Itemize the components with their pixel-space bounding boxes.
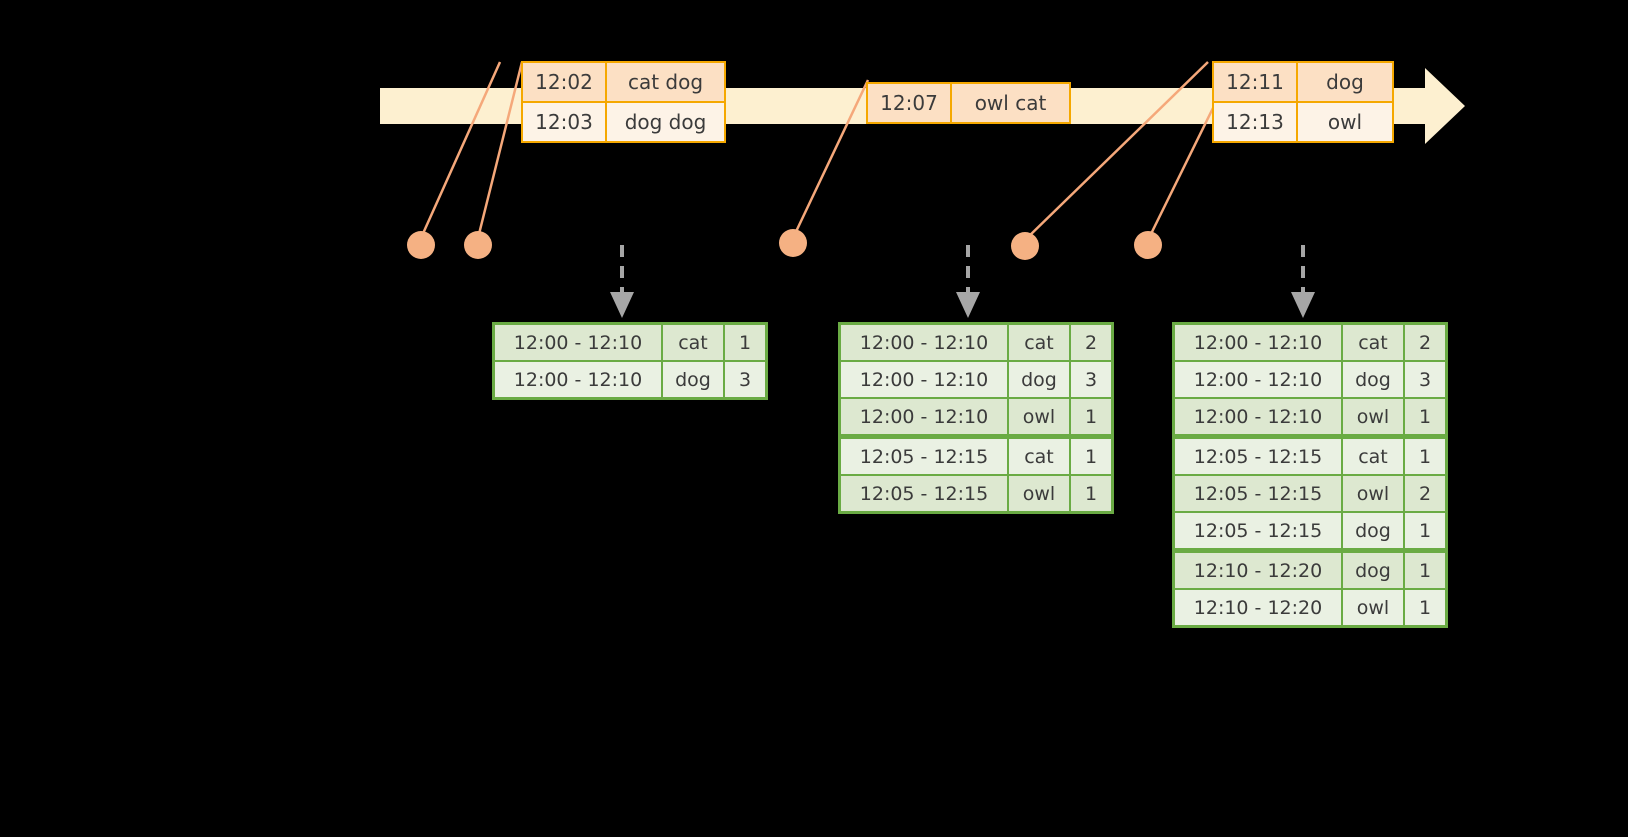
table-row: 12:00 - 12:10 owl 1	[1175, 399, 1445, 434]
cell-word: cat	[1343, 325, 1403, 360]
cell-count: 1	[1405, 399, 1445, 434]
cell-word: owl	[1343, 476, 1403, 511]
event-time: 12:11	[1214, 63, 1298, 101]
cell-word: dog	[663, 362, 723, 397]
cell-count: 1	[1071, 439, 1111, 474]
trigger-dot-2	[464, 231, 492, 259]
trigger-dot-3	[779, 229, 807, 257]
cell-count: 1	[725, 325, 765, 360]
event-group-1[interactable]: 12:02 cat dog 12:03 dog dog	[521, 61, 726, 143]
cell-count: 3	[725, 362, 765, 397]
cell-count: 1	[1405, 590, 1445, 625]
cell-count: 2	[1071, 325, 1111, 360]
table-row: 12:05 - 12:15 owl 2	[1175, 476, 1445, 511]
event-words: owl	[1298, 103, 1392, 141]
event-words: cat dog	[607, 63, 724, 101]
table-row: 12:00 - 12:10 owl 1	[841, 399, 1111, 434]
cell-word: owl	[1343, 399, 1403, 434]
cell-window: 12:05 - 12:15	[1175, 476, 1341, 511]
cell-window: 12:05 - 12:15	[841, 439, 1007, 474]
table-row: 12:10 - 12:20 owl 1	[1175, 590, 1445, 625]
cell-word: dog	[1343, 362, 1403, 397]
table-row: 12:00 - 12:10 cat 2	[841, 325, 1111, 360]
cell-count: 3	[1405, 362, 1445, 397]
cell-window: 12:05 - 12:15	[1175, 439, 1341, 474]
event-row[interactable]: 12:02 cat dog	[523, 63, 724, 101]
connector-line-1	[419, 61, 502, 239]
cell-count: 3	[1071, 362, 1111, 397]
cell-window: 12:10 - 12:20	[1175, 553, 1341, 588]
cell-word: cat	[1343, 439, 1403, 474]
emit-arrow-2	[956, 245, 980, 318]
connector-line-5	[1146, 107, 1215, 241]
event-time: 12:02	[523, 63, 607, 101]
emit-arrow-3	[1291, 245, 1315, 318]
result-table-3: 12:00 - 12:10 cat 2 12:00 - 12:10 dog 3 …	[1172, 322, 1448, 628]
event-group-3[interactable]: 12:11 dog 12:13 owl	[1212, 61, 1394, 143]
table-row: 12:00 - 12:10 dog 3	[1175, 362, 1445, 397]
cell-count: 1	[1071, 476, 1111, 511]
cell-word: owl	[1009, 476, 1069, 511]
result-table-1: 12:00 - 12:10 cat 1 12:00 - 12:10 dog 3	[492, 322, 768, 400]
event-row[interactable]: 12:07 owl cat	[868, 84, 1069, 122]
trigger-dot-5	[1134, 231, 1162, 259]
trigger-dot-4	[1011, 232, 1039, 260]
cell-window: 12:00 - 12:10	[841, 362, 1007, 397]
trigger-dot-1	[407, 231, 435, 259]
event-time: 12:03	[523, 103, 607, 141]
cell-count: 2	[1405, 325, 1445, 360]
cell-window: 12:00 - 12:10	[1175, 325, 1341, 360]
cell-window: 12:10 - 12:20	[1175, 590, 1341, 625]
cell-count: 1	[1071, 399, 1111, 434]
event-row[interactable]: 12:03 dog dog	[523, 101, 724, 141]
table-row: 12:00 - 12:10 cat 2	[1175, 325, 1445, 360]
cell-window: 12:00 - 12:10	[1175, 399, 1341, 434]
cell-window: 12:00 - 12:10	[495, 325, 661, 360]
table-row: 12:05 - 12:15 cat 1	[1175, 439, 1445, 474]
cell-word: dog	[1009, 362, 1069, 397]
table-row: 12:05 - 12:15 cat 1	[841, 439, 1111, 474]
trigger-dots	[407, 229, 1162, 260]
cell-window: 12:00 - 12:10	[841, 325, 1007, 360]
cell-window: 12:00 - 12:10	[841, 399, 1007, 434]
table-row: 12:05 - 12:15 dog 1	[1175, 513, 1445, 548]
cell-count: 1	[1405, 439, 1445, 474]
emit-arrows	[610, 245, 1315, 318]
event-words: owl cat	[952, 84, 1069, 122]
cell-window: 12:00 - 12:10	[1175, 362, 1341, 397]
event-row[interactable]: 12:13 owl	[1214, 101, 1392, 141]
event-group-2[interactable]: 12:07 owl cat	[866, 82, 1071, 124]
table-row: 12:00 - 12:10 cat 1	[495, 325, 765, 360]
cell-word: dog	[1343, 553, 1403, 588]
event-time: 12:13	[1214, 103, 1298, 141]
cell-word: cat	[1009, 439, 1069, 474]
connector-line-2	[476, 61, 524, 239]
cell-window: 12:00 - 12:10	[495, 362, 661, 397]
cell-word: owl	[1009, 399, 1069, 434]
cell-count: 1	[1405, 553, 1445, 588]
cell-window: 12:05 - 12:15	[841, 476, 1007, 511]
cell-word: cat	[663, 325, 723, 360]
table-row: 12:05 - 12:15 owl 1	[841, 476, 1111, 511]
cell-word: owl	[1343, 590, 1403, 625]
table-row: 12:00 - 12:10 dog 3	[841, 362, 1111, 397]
event-row[interactable]: 12:11 dog	[1214, 63, 1392, 101]
table-row: 12:10 - 12:20 dog 1	[1175, 553, 1445, 588]
event-time: 12:07	[868, 84, 952, 122]
connector-line-3	[791, 79, 870, 239]
cell-window: 12:05 - 12:15	[1175, 513, 1341, 548]
cell-word: dog	[1343, 513, 1403, 548]
event-words: dog	[1298, 63, 1392, 101]
emit-arrow-1	[610, 245, 634, 318]
cell-count: 2	[1405, 476, 1445, 511]
result-table-2: 12:00 - 12:10 cat 2 12:00 - 12:10 dog 3 …	[838, 322, 1114, 514]
cell-word: cat	[1009, 325, 1069, 360]
event-words: dog dog	[607, 103, 724, 141]
table-row: 12:00 - 12:10 dog 3	[495, 362, 765, 397]
cell-count: 1	[1405, 513, 1445, 548]
